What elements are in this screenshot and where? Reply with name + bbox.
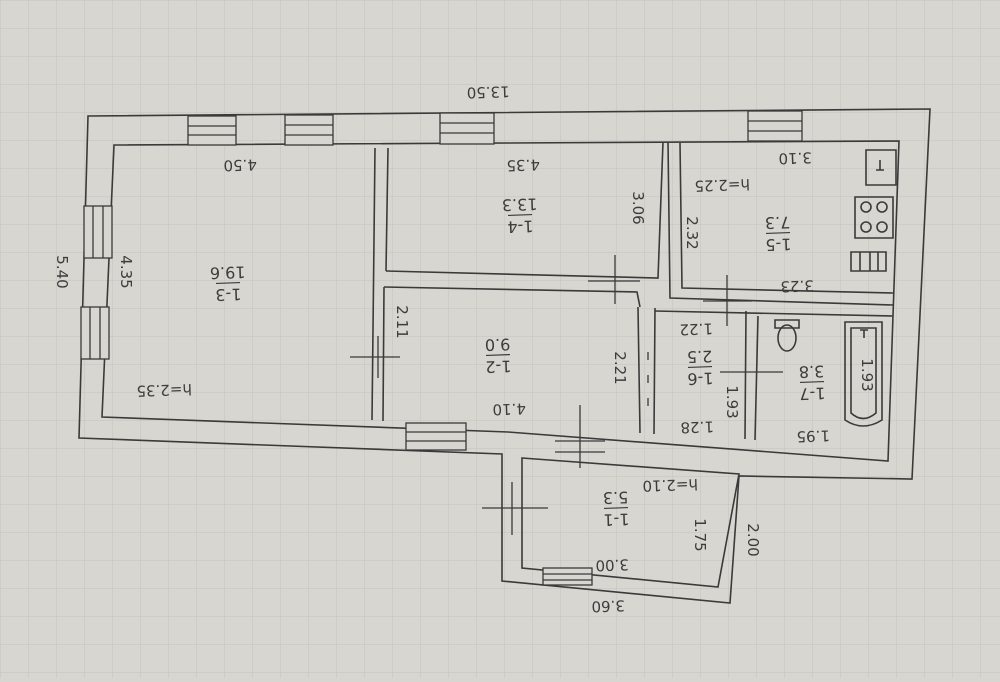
room-1-2-id: 1-2 [485, 357, 512, 377]
dim-hall-width: 2.21 [611, 351, 629, 384]
dim-room1-width: 3.00 [595, 555, 629, 574]
door-room4 [588, 255, 640, 304]
partition-hall [637, 306, 656, 435]
room-1-1-id: 1-1 [603, 510, 630, 530]
room-1-3-id: 1-3 [215, 285, 242, 305]
toilet-tank [774, 319, 800, 329]
room-1-3-fraction-bar [215, 281, 241, 285]
room-1-3-area: 19.6 [210, 262, 246, 282]
dim-room5-width-bottom: 3.23 [780, 276, 814, 295]
door-room3-room2 [350, 336, 400, 378]
partition-kitchen [667, 141, 894, 306]
room-1-6-area: 2.5 [687, 347, 713, 367]
room-1-7-fraction-bar [799, 380, 825, 384]
dim-room5-height: 2.32 [683, 216, 701, 249]
dim-room2-width: 4.10 [492, 399, 526, 418]
room-1-1-fraction-bar [603, 506, 629, 510]
partition-toilet [654, 310, 894, 441]
room-1-1-area: 5.3 [603, 488, 629, 508]
dimension-labels: 13.50 5.40 4.50 4.35 h=2.35 2.11 4.35 3.… [53, 82, 876, 615]
dim-room5-ceiling: h=2.25 [694, 175, 750, 195]
door-marks [350, 255, 783, 535]
dim-room4-height: 3.06 [629, 191, 647, 224]
window-vestibule [542, 567, 593, 586]
room-1-4: 1-4 13.3 [502, 194, 538, 237]
room-1-5-area: 7.3 [765, 213, 791, 233]
room-1-3: 1-3 19.6 [210, 262, 246, 305]
door-vestibule [482, 482, 548, 535]
dim-room6-height: 1.93 [723, 385, 741, 418]
room-1-4-area: 13.3 [502, 194, 538, 214]
heater-box [850, 251, 887, 272]
stove-burner-3 [860, 221, 872, 233]
room-1-6-id: 1-6 [687, 369, 714, 389]
walls [78, 108, 931, 604]
vestibule-inner-outline [521, 457, 740, 588]
window-top-2 [284, 114, 334, 146]
dim-porch-width: 3.60 [591, 596, 625, 615]
partition-room3-room2 [371, 147, 389, 422]
room-1-6: 1-6 2.5 [687, 347, 714, 389]
inner-wall-outline [101, 140, 900, 462]
toilet-bowl [777, 324, 797, 352]
stove-burner-2 [876, 201, 888, 213]
dim-room7-width: 1.95 [796, 426, 830, 445]
sink-tap [876, 160, 884, 171]
dim-room3-width: 4.50 [223, 155, 257, 174]
room-1-1: 1-1 5.3 [603, 488, 630, 530]
room-1-7: 1-7 3.8 [799, 362, 826, 404]
window-top-4 [747, 110, 803, 142]
room-1-4-fraction-bar [507, 213, 533, 217]
room-1-5: 1-5 7.3 [765, 213, 792, 255]
window-left-2 [80, 306, 110, 360]
dim-room7-height: 1.93 [858, 358, 876, 391]
dim-porch-depth: 2.00 [744, 523, 762, 556]
outer-wall-outline [78, 108, 931, 604]
room-1-7-id: 1-7 [799, 384, 826, 404]
room-1-5-id: 1-5 [765, 235, 792, 255]
stove-burner-4 [876, 221, 888, 233]
door-entrance [555, 405, 605, 468]
dim-room2-right-wall: 2.11 [393, 305, 411, 338]
dim-room3-ceiling: h=2.35 [136, 380, 192, 400]
bath-tap [860, 329, 868, 338]
room-1-2-fraction-bar [485, 353, 511, 357]
window-top-1 [187, 115, 237, 146]
dim-room4-width: 4.35 [506, 155, 540, 174]
room-1-6-fraction-bar [687, 365, 713, 369]
room-1-2: 1-2 9.0 [485, 335, 512, 377]
sink-box [865, 149, 897, 186]
dim-room6-width-bottom: 1.28 [680, 417, 714, 436]
dim-left-height: 5.40 [53, 255, 71, 288]
window-top-3 [439, 112, 495, 145]
windows [80, 110, 803, 586]
door-kitchen [703, 275, 752, 326]
dim-room5-width-top: 3.10 [778, 148, 812, 167]
stove-box [854, 196, 894, 239]
dim-room3-height: 4.35 [117, 255, 135, 288]
dim-room1-height: 1.75 [691, 518, 709, 551]
stove-burner-1 [860, 201, 872, 213]
room-labels: 1-3 19.6 1-4 13.3 1-5 7.3 1-2 9.0 1-6 2.… [210, 194, 826, 529]
room-1-4-id: 1-4 [507, 217, 534, 237]
window-left-1 [83, 205, 113, 259]
dim-top-length: 13.50 [466, 82, 510, 101]
dim-room1-ceiling: h=2.10 [642, 475, 698, 495]
window-bottom-1 [405, 422, 467, 451]
bathtub [844, 321, 883, 427]
room-1-2-area: 9.0 [485, 335, 511, 355]
partition-room4-room2 [383, 141, 664, 308]
room-1-7-area: 3.8 [799, 362, 825, 382]
room-1-5-fraction-bar [765, 231, 791, 235]
dim-room6-width: 1.22 [679, 319, 713, 338]
